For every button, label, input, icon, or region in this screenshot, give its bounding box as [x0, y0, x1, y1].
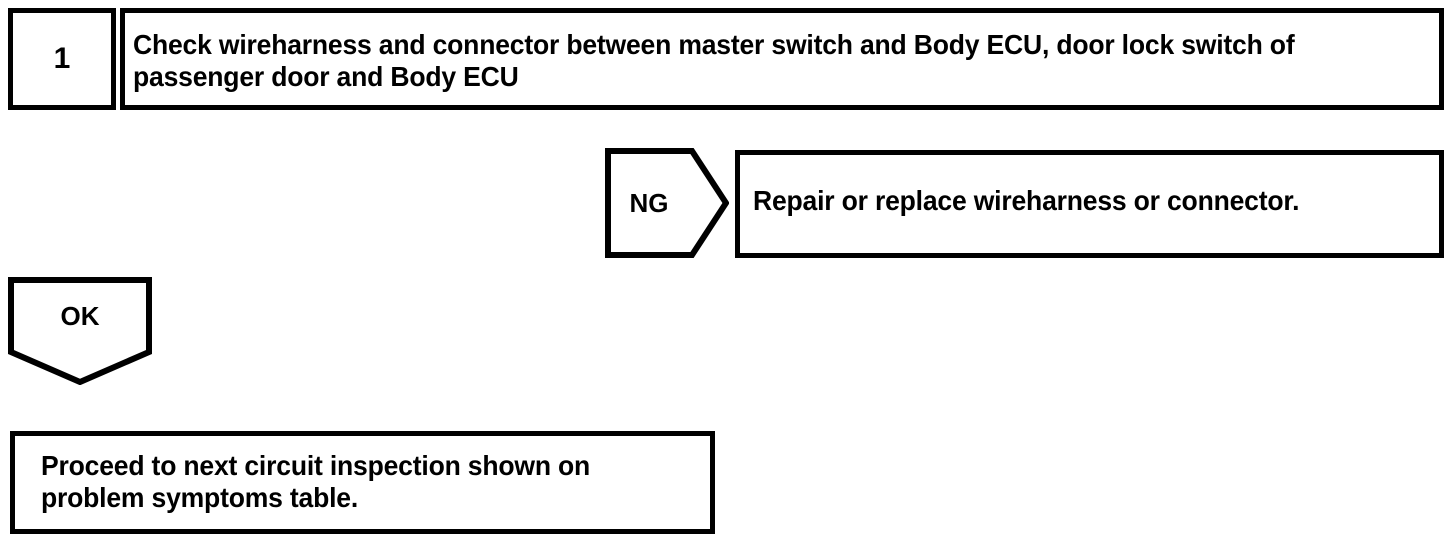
step-instruction-text: Check wireharness and connector between … [133, 29, 1295, 93]
step-number-label: 1 [53, 42, 71, 75]
ok-branch-arrow: OK [8, 277, 152, 385]
repair-action-text: Repair or replace wireharness or connect… [753, 185, 1300, 216]
step-number-box: 1 [8, 8, 116, 110]
ng-branch-arrow: NG [605, 148, 729, 258]
proceed-action-text: Proceed to next circuit inspection shown… [41, 450, 591, 514]
proceed-action-box: Proceed to next circuit inspection shown… [10, 431, 715, 534]
right-arrow-icon [605, 148, 729, 258]
repair-action-box: Repair or replace wireharness or connect… [735, 150, 1444, 258]
down-arrow-icon [8, 277, 152, 385]
ng-branch-label: NG [629, 187, 669, 218]
step-instruction-box: Check wireharness and connector between … [120, 8, 1444, 110]
ok-branch-label: OK [60, 300, 100, 331]
